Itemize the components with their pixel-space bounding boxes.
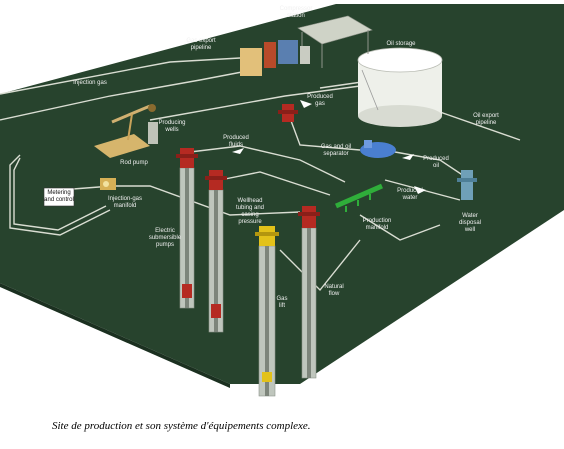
label-produced-water: Produced water [397, 188, 423, 201]
label-metering-control: Metering and control [44, 190, 74, 203]
label-oil-export-pipeline: Oil export pipeline [473, 113, 499, 126]
label-producing-wells: Producing wells [158, 120, 186, 133]
metering-control-box [43, 187, 75, 207]
label-compressor-station: Compressor station [279, 6, 313, 19]
flow-arrows [232, 100, 426, 194]
label-produced-gas: Produced gas [307, 94, 333, 107]
label-injection-gas: Injection gas [73, 80, 107, 86]
label-gas-oil-separator: Gas and oil separator [320, 144, 352, 157]
production-manifold [335, 183, 383, 212]
compressor-station [240, 15, 373, 76]
label-oil-storage: Oil storage [386, 41, 416, 47]
label-electric-submersible-pumps: Electric submersible pumps [148, 228, 182, 248]
figure-caption: Site de production et son système d'équi… [52, 420, 311, 432]
label-water-disposal-well: Water disposal well [458, 213, 481, 233]
label-gas-lift: Gas lift [276, 296, 288, 309]
label-produced-fluids: Produced fluids [223, 135, 249, 148]
label-gas-export-pipeline: Gas export pipeline [186, 38, 216, 51]
ground-edge [0, 283, 230, 388]
label-produced-oil: Produced oil [423, 156, 449, 169]
label-injection-gas-manifold: Injection-gas manifold [107, 196, 143, 209]
gas-oil-separator [360, 140, 396, 158]
pipelines [0, 57, 521, 292]
label-natural-flow: Natural flow [324, 284, 344, 297]
injection-gas-manifold [100, 178, 116, 190]
wellheads [176, 104, 477, 246]
oil-storage-tank [357, 47, 443, 127]
label-wellhead-tubing-casing: Wellhead tubing and casing pressure [235, 198, 265, 225]
label-production-manifold: Production manifold [362, 218, 392, 231]
rod-pump [94, 104, 158, 158]
label-rod-pump: Rod pump [120, 160, 148, 166]
well-casings [179, 167, 317, 397]
